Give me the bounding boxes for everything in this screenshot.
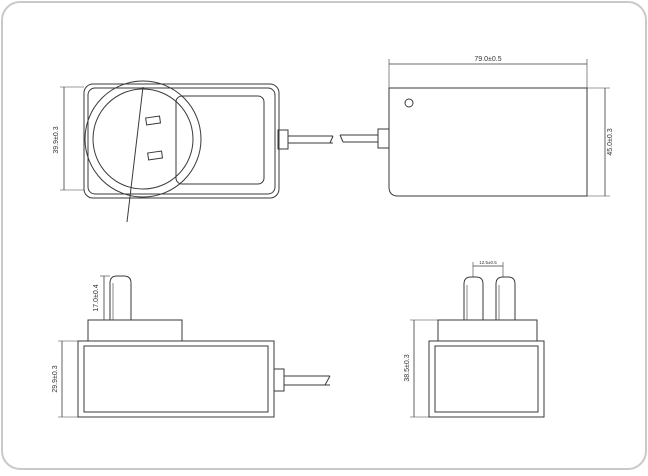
pin-right: [495, 276, 516, 320]
body-height-label: 29.9±0.3: [52, 365, 59, 392]
front-body-outer: [83, 83, 280, 199]
hanging-hole: [404, 98, 414, 108]
bottom-right-view: [410, 262, 545, 418]
pin-height-label: 17.0±0.4: [93, 284, 100, 311]
cable-boot: [273, 368, 285, 392]
side-length-label: 79.0±0.5: [474, 56, 501, 63]
side-view: [339, 59, 610, 197]
front-cable-boot: [277, 129, 289, 150]
side-body: [388, 87, 588, 197]
socket-ring-outer: [84, 80, 202, 198]
pin-spacing-label: 12.5±0.5: [479, 260, 497, 265]
front-body-inner: [87, 87, 276, 195]
front-height-label: 39.9±0.3: [53, 126, 60, 153]
body-inner-right: [434, 345, 539, 413]
right-height-label: 38.5±0.3: [404, 354, 411, 381]
bottom-left-view: [58, 275, 331, 418]
plug-slot-bottom: [147, 150, 164, 161]
front-label-panel: [175, 95, 265, 185]
body-inner: [83, 345, 269, 413]
plug-slot-top: [145, 115, 162, 126]
side-height-label: 45.0±0.3: [607, 128, 614, 155]
pin-left: [463, 276, 484, 320]
body-outer-right: [428, 340, 545, 418]
plug-pin: [109, 275, 132, 320]
leader-line: [126, 86, 144, 223]
front-view: [60, 80, 334, 223]
side-cable-boot: [377, 128, 390, 149]
